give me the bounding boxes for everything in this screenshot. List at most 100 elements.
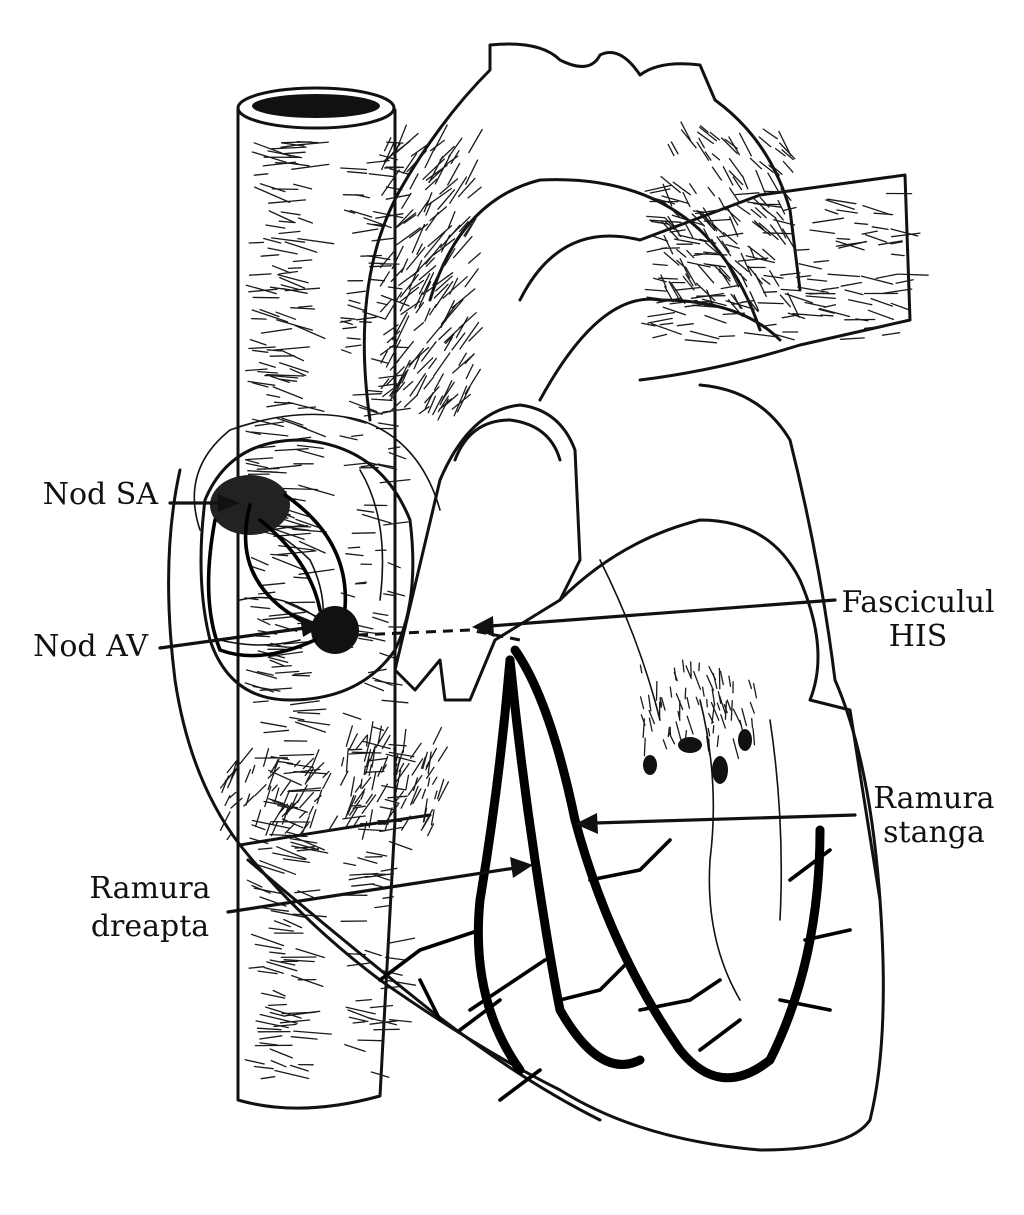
hatch-stroke — [422, 751, 428, 770]
hatch-stroke — [750, 208, 762, 219]
hatch-stroke — [426, 766, 435, 780]
hatch-stroke — [647, 317, 673, 324]
hatch-stroke — [259, 183, 286, 193]
hatch-stroke — [342, 815, 366, 820]
hatch-stroke — [836, 209, 858, 214]
hatch-stroke — [412, 788, 422, 805]
hatch-stroke — [364, 770, 385, 773]
hatch-stroke — [340, 349, 352, 354]
hatch-stroke — [468, 252, 481, 264]
hatch-stroke — [278, 230, 301, 235]
hatch-stroke — [373, 1028, 400, 1031]
hatch-stroke — [812, 217, 845, 224]
hatch-stroke — [272, 989, 286, 997]
hatch-stroke — [273, 787, 280, 804]
aortic-arch — [362, 42, 802, 422]
pulmonary-artery — [518, 173, 929, 402]
hatch-stroke — [377, 766, 383, 777]
hatch-stroke — [451, 393, 471, 410]
hatch-stroke — [443, 299, 464, 323]
hatch-stroke — [370, 358, 389, 364]
hatch-stroke — [805, 295, 836, 300]
hatch-stroke — [293, 671, 312, 675]
hatch-stroke — [758, 222, 779, 241]
hatch-stroke — [259, 308, 280, 318]
hatch-stroke — [775, 174, 783, 186]
hatch-stroke — [275, 311, 297, 320]
hatch-stroke — [375, 213, 404, 219]
hatch-stroke — [358, 637, 374, 642]
hatch-stroke — [381, 169, 400, 196]
hatch-stroke — [290, 1036, 318, 1040]
hatch-stroke — [296, 449, 325, 458]
hatch-stroke — [357, 1039, 383, 1042]
hatch-stroke — [401, 192, 412, 209]
hatch-stroke — [250, 605, 271, 610]
hatch-stroke — [661, 697, 666, 711]
hatch-stroke — [721, 137, 738, 155]
hatch-stroke — [227, 772, 236, 789]
hatch-stroke — [732, 738, 740, 760]
hatch-stroke — [340, 770, 349, 786]
hatch-stroke — [360, 778, 363, 789]
hatch-stroke — [774, 147, 786, 157]
hatch-stroke — [261, 907, 290, 912]
hatch-stroke — [269, 1048, 293, 1059]
hatch-stroke — [743, 332, 776, 338]
hatch-stroke — [377, 725, 383, 744]
hatch-stroke — [769, 224, 786, 245]
hatch-stroke — [396, 212, 417, 229]
hatch-stroke — [779, 272, 801, 276]
hatch-stroke — [663, 216, 680, 233]
hatch-stroke — [291, 163, 330, 170]
hatch-stroke — [374, 904, 392, 909]
hatch-stroke — [854, 222, 869, 225]
hatch-stroke — [387, 795, 408, 799]
hatch-stroke — [253, 887, 283, 895]
hatch-stroke — [443, 393, 459, 408]
hatch-stroke — [283, 151, 306, 155]
hatch-stroke — [340, 592, 356, 598]
hatch-stroke — [749, 291, 760, 312]
hatch-stroke — [355, 998, 373, 1002]
hatch-stroke — [708, 712, 714, 724]
hatch-stroke — [395, 750, 404, 773]
hatch-stroke — [676, 259, 686, 268]
hatch-stroke — [642, 718, 646, 739]
hatch-stroke — [673, 671, 678, 682]
hatch-stroke — [425, 178, 438, 191]
hatch-stroke — [260, 254, 280, 257]
hatch-stroke — [388, 840, 413, 851]
hatch-stroke — [250, 317, 267, 320]
hatch-stroke — [394, 359, 411, 390]
hatch-stroke — [365, 851, 388, 857]
hatch-stroke — [417, 199, 430, 217]
hatch-stroke — [780, 288, 801, 292]
hatch-stroke — [781, 314, 799, 319]
label-left-branch-1: Ramura — [873, 781, 994, 816]
hatch-stroke — [267, 199, 307, 204]
hatch-stroke — [438, 327, 452, 341]
hatch-stroke — [258, 361, 276, 368]
hatch-stroke — [716, 735, 720, 748]
hatch-stroke — [667, 143, 675, 157]
hatch-stroke — [368, 809, 374, 829]
hatch-stroke — [367, 255, 391, 261]
hatch-stroke — [267, 656, 289, 664]
hatch-stroke — [346, 290, 366, 295]
hatch-stroke — [675, 721, 682, 741]
hatch-stroke — [710, 701, 720, 721]
hatch-stroke — [643, 737, 646, 757]
hatch-stroke — [347, 546, 361, 549]
hatch-stroke — [761, 277, 771, 285]
hatch-stroke — [445, 333, 455, 345]
septum-tubes — [393, 403, 582, 702]
hatch-stroke — [245, 457, 274, 461]
hatch-stroke — [427, 395, 437, 414]
hatch-stroke — [256, 1027, 282, 1031]
hatch-stroke — [250, 556, 269, 566]
hatch-stroke — [383, 166, 405, 169]
hatch-stroke — [267, 772, 275, 791]
hatch-stroke — [376, 301, 388, 306]
hatch-stroke — [659, 696, 663, 707]
